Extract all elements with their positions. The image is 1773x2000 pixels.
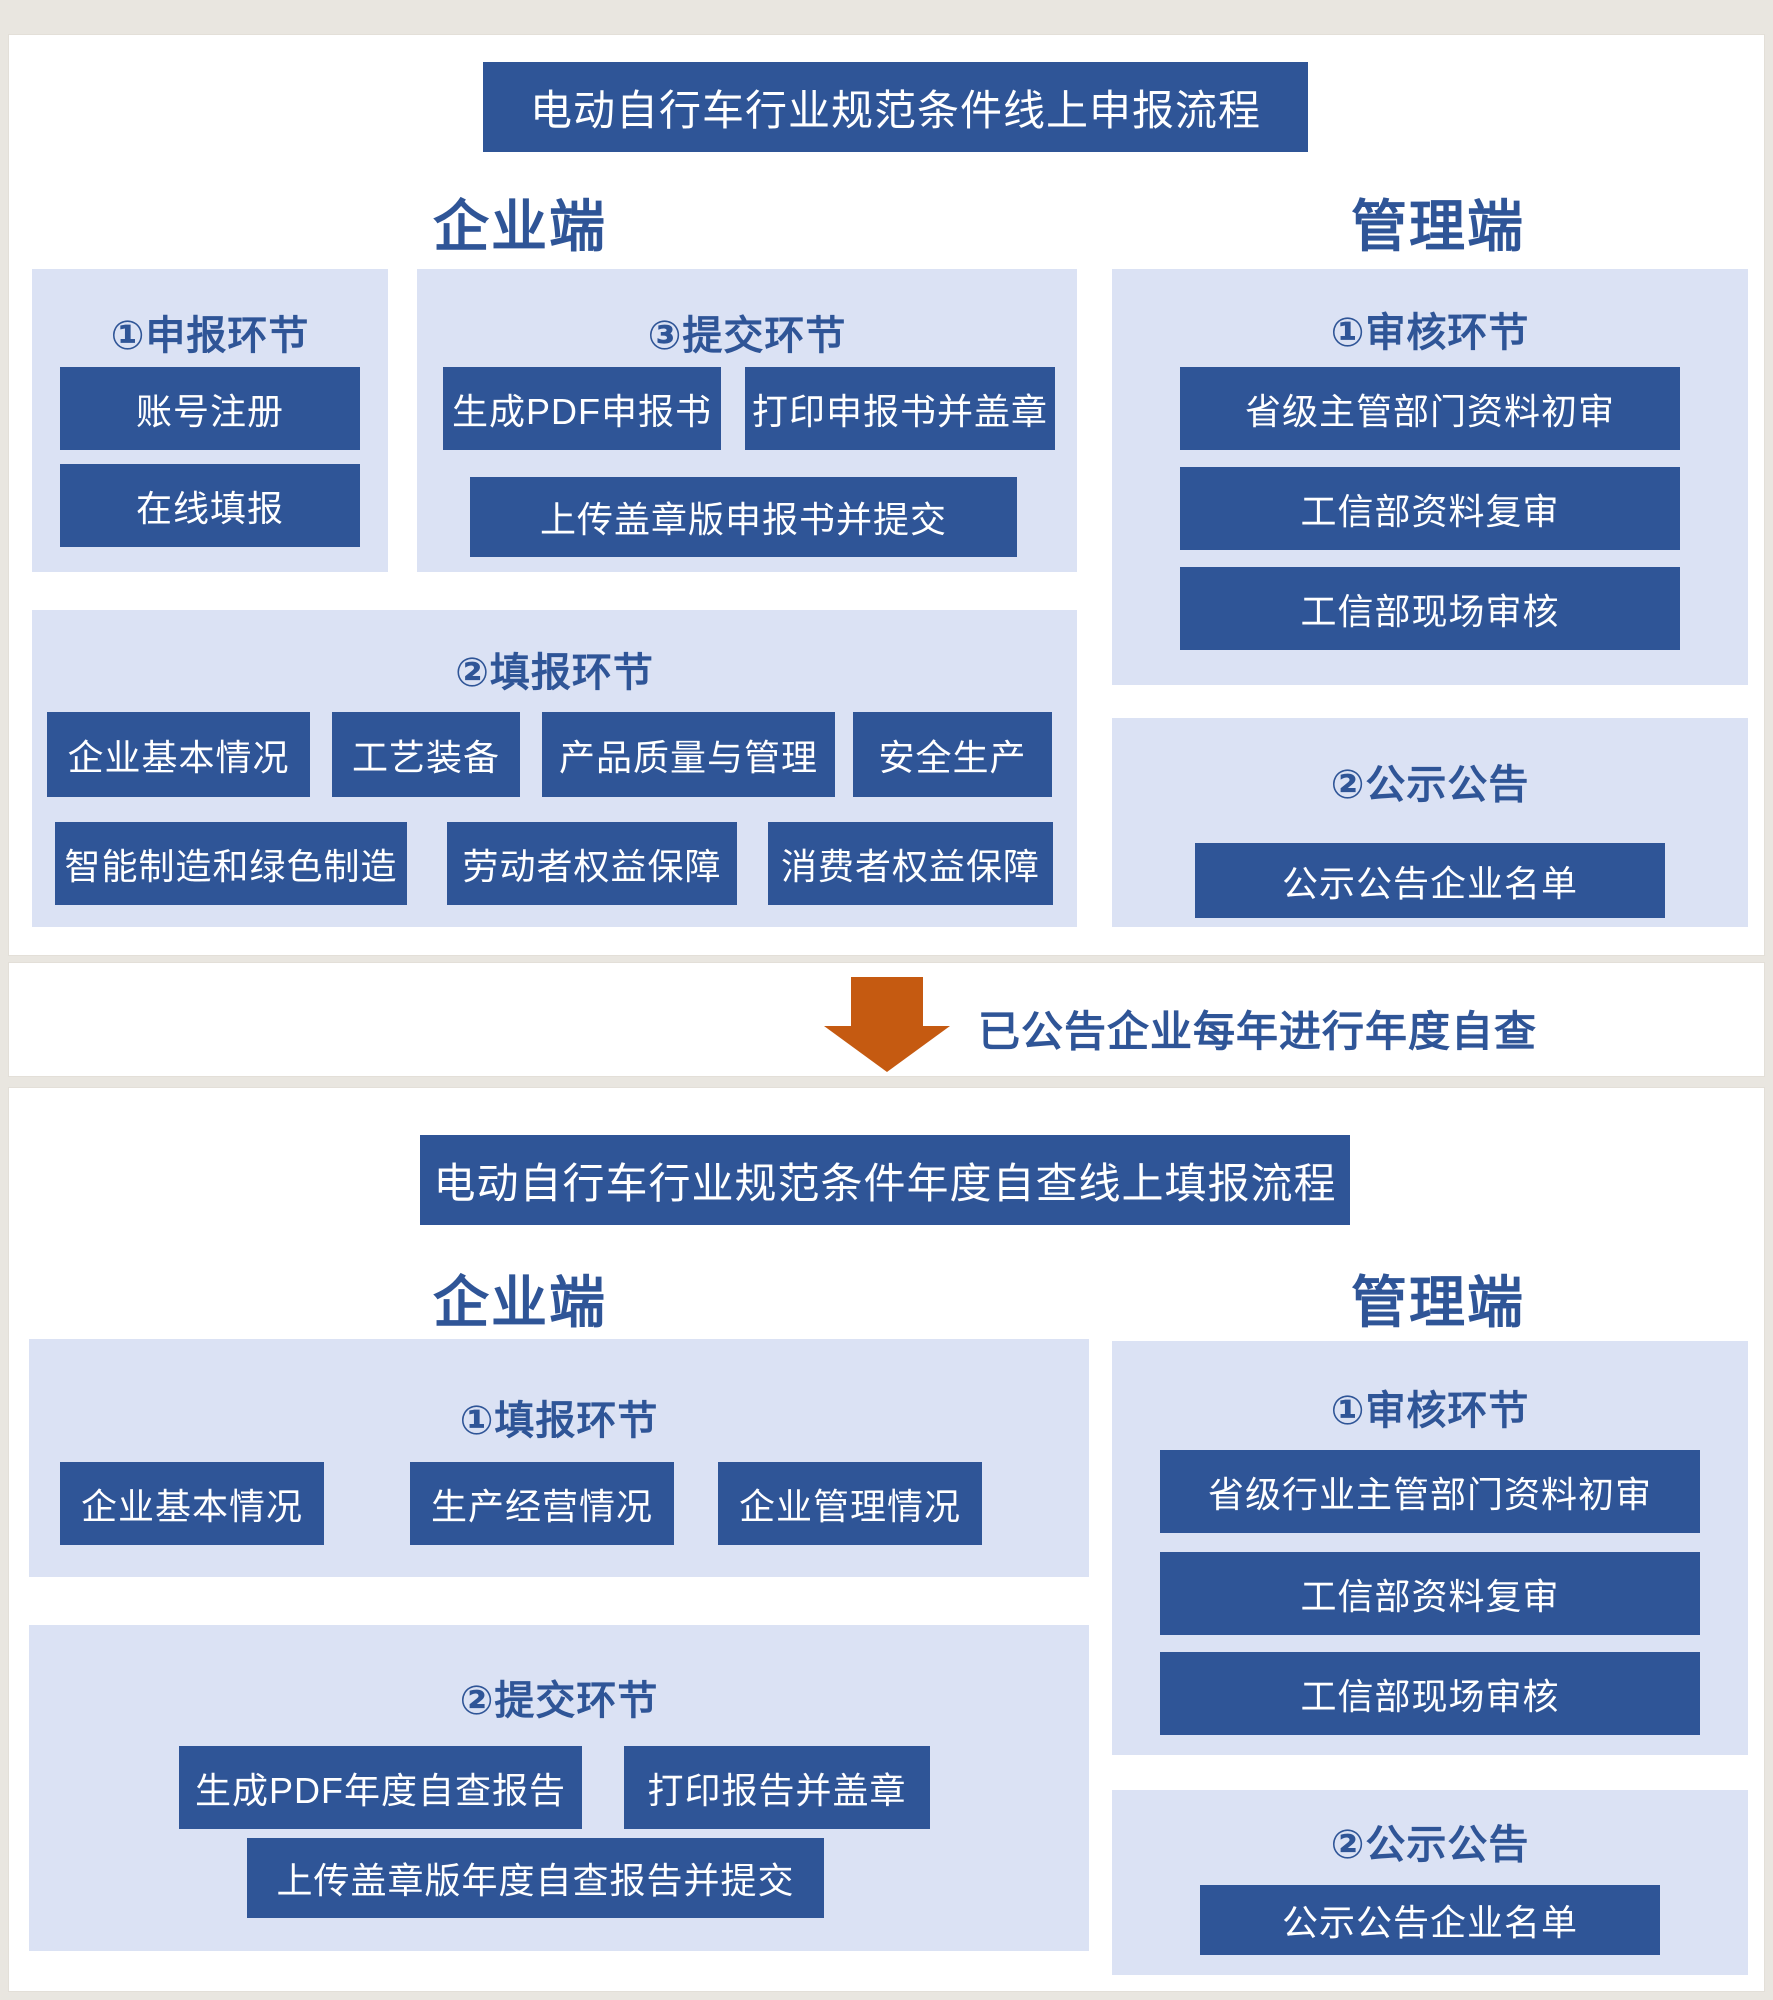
- step-box-safe-production: 安全生产: [853, 712, 1052, 797]
- down-arrow-head-icon: [824, 1026, 950, 1072]
- step-box-generate-pdf: 生成PDF申报书: [443, 367, 721, 450]
- step-box-annual-company-basic: 企业基本情况: [60, 1462, 324, 1545]
- annual-submit-section-heading: ②提交环节: [459, 1679, 659, 1723]
- step-box-company-basic: 企业基本情况: [47, 712, 310, 797]
- bottom-enterprise-heading: 企业端: [433, 1271, 607, 1334]
- publicity-section-heading: ②公示公告: [1330, 763, 1530, 807]
- step-box-account-register: 账号注册: [60, 367, 360, 450]
- step-box-upload-submit: 上传盖章版申报书并提交: [470, 477, 1017, 557]
- review-section-heading: ①审核环节: [1330, 311, 1530, 355]
- step-box-miit-data-review: 工信部资料复审: [1180, 467, 1680, 550]
- fill-section-heading: ②填报环节: [455, 651, 654, 695]
- step-box-smart-green: 智能制造和绿色制造: [55, 822, 407, 905]
- step-box-annual-miit-data-review: 工信部资料复审: [1160, 1552, 1700, 1635]
- annual-fill-section-heading: ①填报环节: [459, 1399, 659, 1443]
- step-box-miit-site-review: 工信部现场审核: [1180, 567, 1680, 650]
- step-box-annual-management: 企业管理情况: [718, 1462, 982, 1545]
- step-box-print-stamp: 打印申报书并盖章: [745, 367, 1055, 450]
- step-box-worker-rights: 劳动者权益保障: [447, 822, 737, 905]
- step-box-consumer-rights: 消费者权益保障: [768, 822, 1053, 905]
- step-box-product-quality: 产品质量与管理: [542, 712, 835, 797]
- step-box-annual-publicity-list: 公示公告企业名单: [1200, 1885, 1660, 1955]
- step-box-publicity-list: 公示公告企业名单: [1195, 843, 1665, 918]
- step-box-annual-operation: 生产经营情况: [410, 1462, 674, 1545]
- step-box-annual-generate-pdf: 生成PDF年度自查报告: [179, 1746, 582, 1829]
- connector-label: 已公告企业每年进行年度自查: [978, 1008, 1538, 1055]
- step-box-provincial-review: 省级主管部门资料初审: [1180, 367, 1680, 450]
- bottom-flow-title: 电动自行车行业规范条件年度自查线上填报流程: [420, 1135, 1350, 1225]
- step-box-process-equipment: 工艺装备: [332, 712, 520, 797]
- step-box-online-fill: 在线填报: [60, 464, 360, 547]
- top-flow-title: 电动自行车行业规范条件线上申报流程: [483, 62, 1308, 152]
- top-management-heading: 管理端: [1351, 195, 1525, 258]
- top-enterprise-heading: 企业端: [433, 195, 607, 258]
- step-box-annual-print-stamp: 打印报告并盖章: [624, 1746, 930, 1829]
- submit-section-heading: ③提交环节: [647, 314, 847, 358]
- step-box-annual-upload-submit: 上传盖章版年度自查报告并提交: [247, 1838, 824, 1918]
- step-box-annual-provincial-review: 省级行业主管部门资料初审: [1160, 1450, 1700, 1533]
- annual-publicity-section-heading: ②公示公告: [1330, 1823, 1530, 1867]
- declare-section-heading: ①申报环节: [110, 314, 310, 358]
- bottom-management-heading: 管理端: [1351, 1271, 1525, 1334]
- down-arrow-icon: [851, 977, 923, 1026]
- annual-review-section-heading: ①审核环节: [1330, 1389, 1530, 1433]
- step-box-annual-miit-site-review: 工信部现场审核: [1160, 1652, 1700, 1735]
